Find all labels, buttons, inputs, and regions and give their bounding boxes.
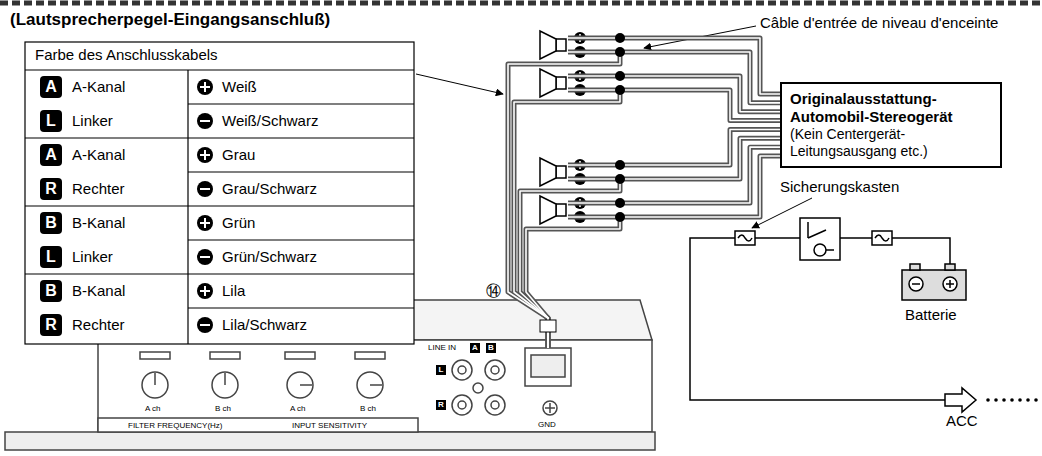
channel-badge: R (40, 178, 62, 200)
table-header: Farbe des Anschlusskabels (35, 46, 218, 64)
cable-plug (540, 320, 556, 332)
panel-badge: L (436, 365, 446, 375)
panel-badge: R (436, 400, 446, 410)
wire-colour: Grün/Schwarz (222, 248, 317, 266)
polarity-symbol (197, 181, 213, 197)
junction-dot (615, 212, 625, 222)
wire-colour: Weiß/Schwarz (222, 112, 318, 130)
channel-badge: R (40, 314, 62, 336)
speaker (540, 31, 566, 59)
polarity-symbol (197, 113, 213, 129)
colour-table (25, 42, 414, 344)
acc-label: ACC (946, 412, 978, 430)
speaker-wire (568, 76, 780, 112)
wire-colour: Grün (222, 214, 255, 232)
polarity-symbol (197, 215, 213, 231)
panel-label: GND (538, 420, 556, 430)
speaker-wire (568, 90, 780, 121)
polarity-symbols (197, 79, 213, 333)
channel-name: A-Kanal Rechter (72, 138, 144, 206)
speaker-wire (568, 90, 780, 121)
polarity-symbol (197, 79, 213, 95)
polarity-symbol (197, 249, 213, 265)
channel-badge: A (40, 144, 62, 166)
speaker (540, 69, 566, 97)
channel-badge: A (40, 76, 62, 98)
cable-callout: Câble d'entrée de niveau d'enceinte (760, 14, 1000, 32)
input-cable (520, 179, 620, 348)
panel-label: FILTER FREQUENCY(Hz) (128, 421, 223, 431)
speaker (540, 158, 566, 186)
wire-colour: Lila (222, 282, 245, 300)
wire-colour: Grau/Schwarz (222, 180, 317, 198)
continuation-dots (986, 398, 1038, 402)
fuse-box-label: Sicherungskasten (780, 178, 899, 196)
polarity-symbol (197, 283, 213, 299)
panel-label: B ch (215, 404, 231, 414)
junction-dot (615, 33, 625, 43)
top-band (0, 1, 1042, 6)
wire-colour: Lila/Schwarz (222, 316, 307, 334)
leader-line (416, 74, 503, 94)
channel-name: A-Kanal Linker (72, 70, 144, 138)
speaker-wire (568, 147, 780, 203)
speaker-wire (568, 129, 780, 165)
input-cable (526, 217, 620, 348)
junction-dot (615, 85, 625, 95)
unit-name: Originalausstattung-Automobil-Stereogerä… (790, 90, 992, 126)
panel-badge: A (470, 343, 480, 353)
panel-label: B ch (360, 404, 376, 414)
channel-badge: B (40, 280, 62, 302)
title: (Lautsprecherpegel-Eingangsanschluß) (10, 10, 330, 30)
channel-badge: L (40, 246, 62, 268)
speaker-wire (568, 52, 780, 103)
junction-dot (615, 198, 625, 208)
channel-name: B-Kanal Rechter (72, 274, 144, 342)
junction-dot (615, 174, 625, 184)
speakers (540, 31, 586, 224)
junction-dot (615, 47, 625, 57)
input-cable (508, 52, 620, 348)
speaker-wire (568, 76, 780, 112)
speaker (540, 196, 566, 224)
panel-label: A ch (145, 404, 161, 414)
input-cable (526, 217, 620, 348)
polarity-symbol (197, 147, 213, 163)
channel-badge: B (40, 212, 62, 234)
callout-number: ⑭ (486, 282, 501, 300)
unit-note: (Kein Centergerät-Leitungsausgang etc.) (790, 126, 992, 160)
power-circuit (690, 218, 976, 412)
input-cable (514, 90, 620, 348)
input-cable (514, 90, 620, 348)
panel-label: A ch (290, 404, 306, 414)
panel-label: INPUT SENSITIVITY (292, 421, 367, 431)
stereo-unit-box: Originalausstattung-Automobil-Stereogerä… (780, 82, 1002, 168)
panel-badge: B (486, 343, 496, 353)
input-cable (520, 179, 620, 348)
wire-colour: Weiß (222, 78, 257, 96)
junction-dot (615, 71, 625, 81)
panel-label: LINE IN (428, 343, 456, 353)
input-cable (508, 52, 620, 348)
wire-colour: Grau (222, 146, 255, 164)
channel-badge: L (40, 110, 62, 132)
speaker-wire (568, 138, 780, 179)
speaker-wire (568, 156, 780, 217)
polarity-symbol (197, 317, 213, 333)
channel-name: B-Kanal Linker (72, 206, 144, 274)
battery-label: Batterie (905, 306, 957, 324)
speaker-wire (568, 147, 780, 203)
junction-dot (615, 160, 625, 170)
